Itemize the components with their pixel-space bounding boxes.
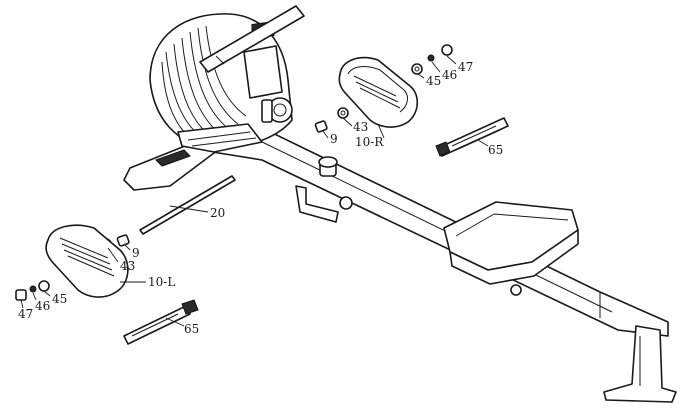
seat (443, 201, 579, 285)
callout-45-right: 45 (426, 74, 441, 88)
callout-9-left: 9 (132, 246, 140, 260)
callout-47-left: 47 (18, 307, 33, 321)
pivot-rod (139, 175, 236, 235)
strap-left (123, 299, 199, 345)
callout-43-right: 43 (353, 120, 368, 134)
callout-65-left: 65 (184, 322, 199, 336)
callout-45-left: 45 (52, 292, 67, 306)
callout-9-right: 9 (330, 132, 338, 146)
adjust-knob (318, 156, 338, 177)
callout-20: 20 (210, 206, 225, 220)
rail-nut (510, 284, 522, 296)
callout-47-right: 47 (458, 60, 473, 74)
pedal-left (45, 224, 129, 298)
rail-bracket (295, 185, 339, 223)
callout-10-r: 10-R (355, 135, 384, 149)
callout-43-left: 43 (120, 259, 135, 273)
callout-labels: 47 46 45 43 9 10-R 65 20 9 43 10-L 45 46… (18, 60, 503, 336)
handle-bar (199, 5, 305, 73)
callout-46-left: 46 (35, 299, 50, 313)
rear-leg (603, 325, 677, 403)
callout-46-right: 46 (442, 68, 457, 82)
callout-65-right: 65 (488, 143, 503, 157)
right-hardware (314, 44, 453, 133)
callout-10-l: 10-L (148, 275, 175, 289)
leader-lines (20, 55, 489, 327)
pedal-right (338, 56, 419, 128)
main-rail (199, 125, 669, 337)
bracket-knob (339, 196, 353, 210)
